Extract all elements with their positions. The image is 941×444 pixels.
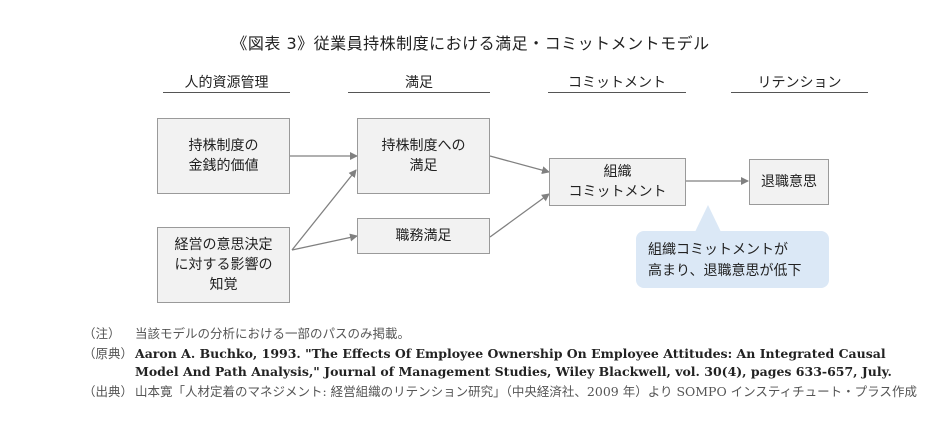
callout-bubble: 組織コミットメントが 高まり、退職意思が低下 <box>636 231 829 288</box>
box-monetary-value: 持株制度の 金銭的価値 <box>157 118 290 194</box>
column-header-hrm: 人的資源管理 <box>163 72 290 93</box>
box-decision-influence: 経営の意思決定 に対する影響の 知覚 <box>157 227 290 303</box>
column-header-commitment: コミットメント <box>548 72 686 93</box>
arrow-decision-to-job <box>291 233 358 251</box>
source-original-text: Aaron A. Buchko, 1993. "The Effects Of E… <box>135 346 892 379</box>
arrow-plan-to-commitment <box>489 155 550 175</box>
source-original-label: （原典） <box>83 346 134 361</box>
note-row: （注） 当該モデルの分析における一部のパスのみ掲載。 <box>83 325 930 343</box>
box-plan-satisfaction: 持株制度への 満足 <box>357 118 490 194</box>
box-organizational-commitment: 組織 コミットメント <box>549 158 686 206</box>
note-label: （注） <box>83 326 121 341</box>
arrow-decision-to-plan <box>291 169 357 251</box>
note-text: 当該モデルの分析における一部のパスのみ掲載。 <box>135 326 411 341</box>
source-label: （出典） <box>83 384 134 399</box>
callout-tail <box>694 205 722 234</box>
column-header-retention: リテンション <box>731 72 868 93</box>
box-job-satisfaction: 職務満足 <box>357 218 490 254</box>
column-header-satisfaction: 満足 <box>348 72 490 93</box>
box-turnover-intention: 退職意思 <box>749 159 829 205</box>
source-original-row: （原典）Aaron A. Buchko, 1993. "The Effects … <box>83 345 930 381</box>
source-row: （出典）山本寛「人材定着のマネジメント: 経営組織のリテンション研究」（中央経済… <box>83 383 930 401</box>
arrow-job-to-commitment <box>489 193 550 238</box>
source-text: 山本寛「人材定着のマネジメント: 経営組織のリテンション研究」（中央経済社、20… <box>135 384 917 399</box>
figure-title: 《図表 3》従業員持株制度における満足・コミットメントモデル <box>231 34 710 53</box>
